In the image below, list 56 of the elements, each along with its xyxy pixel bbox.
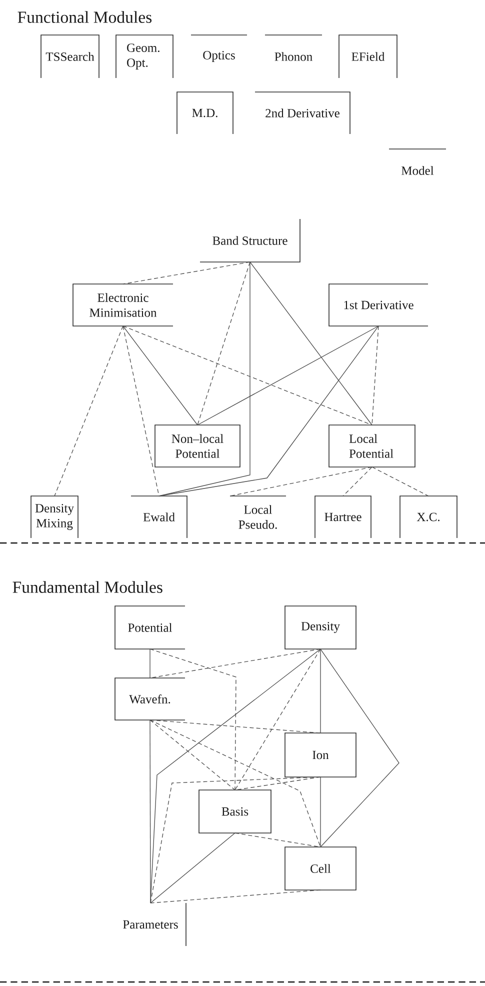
module-box: M.D.	[176, 92, 234, 134]
module-box: Ewald	[130, 496, 188, 538]
connector-line	[158, 262, 250, 496]
connector-line	[150, 648, 321, 678]
module-box: Cell	[284, 846, 356, 890]
connector-line	[122, 326, 160, 496]
connector-line	[150, 720, 236, 790]
module-box: Model	[388, 148, 446, 175]
connector-line	[320, 776, 321, 848]
connector-line	[230, 466, 372, 496]
module-box: Band Structure	[200, 218, 300, 262]
connector-line	[150, 776, 321, 904]
connector-line	[320, 648, 321, 734]
module-box: Wavefn.	[114, 678, 186, 720]
connector-line	[197, 262, 250, 426]
connector-line	[234, 776, 321, 790]
section-heading: Functional Modules	[18, 11, 152, 23]
connector-line	[150, 720, 321, 734]
module-box: Non–local Potential	[154, 424, 240, 468]
module-box: Electronic Minimisation	[72, 284, 174, 326]
module-box: 2nd Derivative	[254, 92, 350, 134]
module-box: Phonon	[264, 34, 322, 61]
connector-line	[197, 326, 379, 426]
connector-line	[150, 720, 321, 848]
module-box: Parameters	[123, 902, 186, 946]
connector-line	[54, 326, 124, 496]
connector-line	[122, 326, 198, 426]
module-box: Hartree	[314, 496, 372, 538]
connector-line	[320, 648, 400, 848]
connector-line	[250, 262, 372, 426]
module-box: X.C.	[400, 496, 458, 538]
connector-line	[150, 832, 236, 904]
connector-line	[372, 326, 379, 426]
connector-line	[150, 890, 321, 904]
module-box: Density	[284, 606, 356, 650]
module-box: Optics	[190, 34, 248, 62]
module-box: Local Potential	[328, 424, 416, 468]
module-box: Ion	[284, 732, 356, 778]
connector-line	[122, 326, 372, 426]
module-box: Potential	[114, 606, 186, 650]
module-box: Basis	[198, 790, 272, 834]
module-box: Density Mixing	[30, 496, 78, 538]
module-box: Geom. Opt.	[116, 34, 174, 78]
connector-line	[234, 832, 321, 848]
connector-line	[342, 466, 372, 496]
connector-line	[158, 326, 379, 496]
section-heading: Fundamental Modules	[12, 581, 162, 593]
connector-line	[372, 466, 429, 496]
connector-line	[150, 648, 236, 790]
connector-line	[234, 648, 321, 790]
module-box: Local Pseudo.	[230, 496, 286, 529]
module-box: EField	[338, 34, 398, 78]
connector-line	[122, 262, 250, 284]
module-box: 1st Derivative	[328, 284, 428, 326]
connector-line	[150, 720, 151, 904]
module-box: TSSearch	[40, 34, 100, 78]
